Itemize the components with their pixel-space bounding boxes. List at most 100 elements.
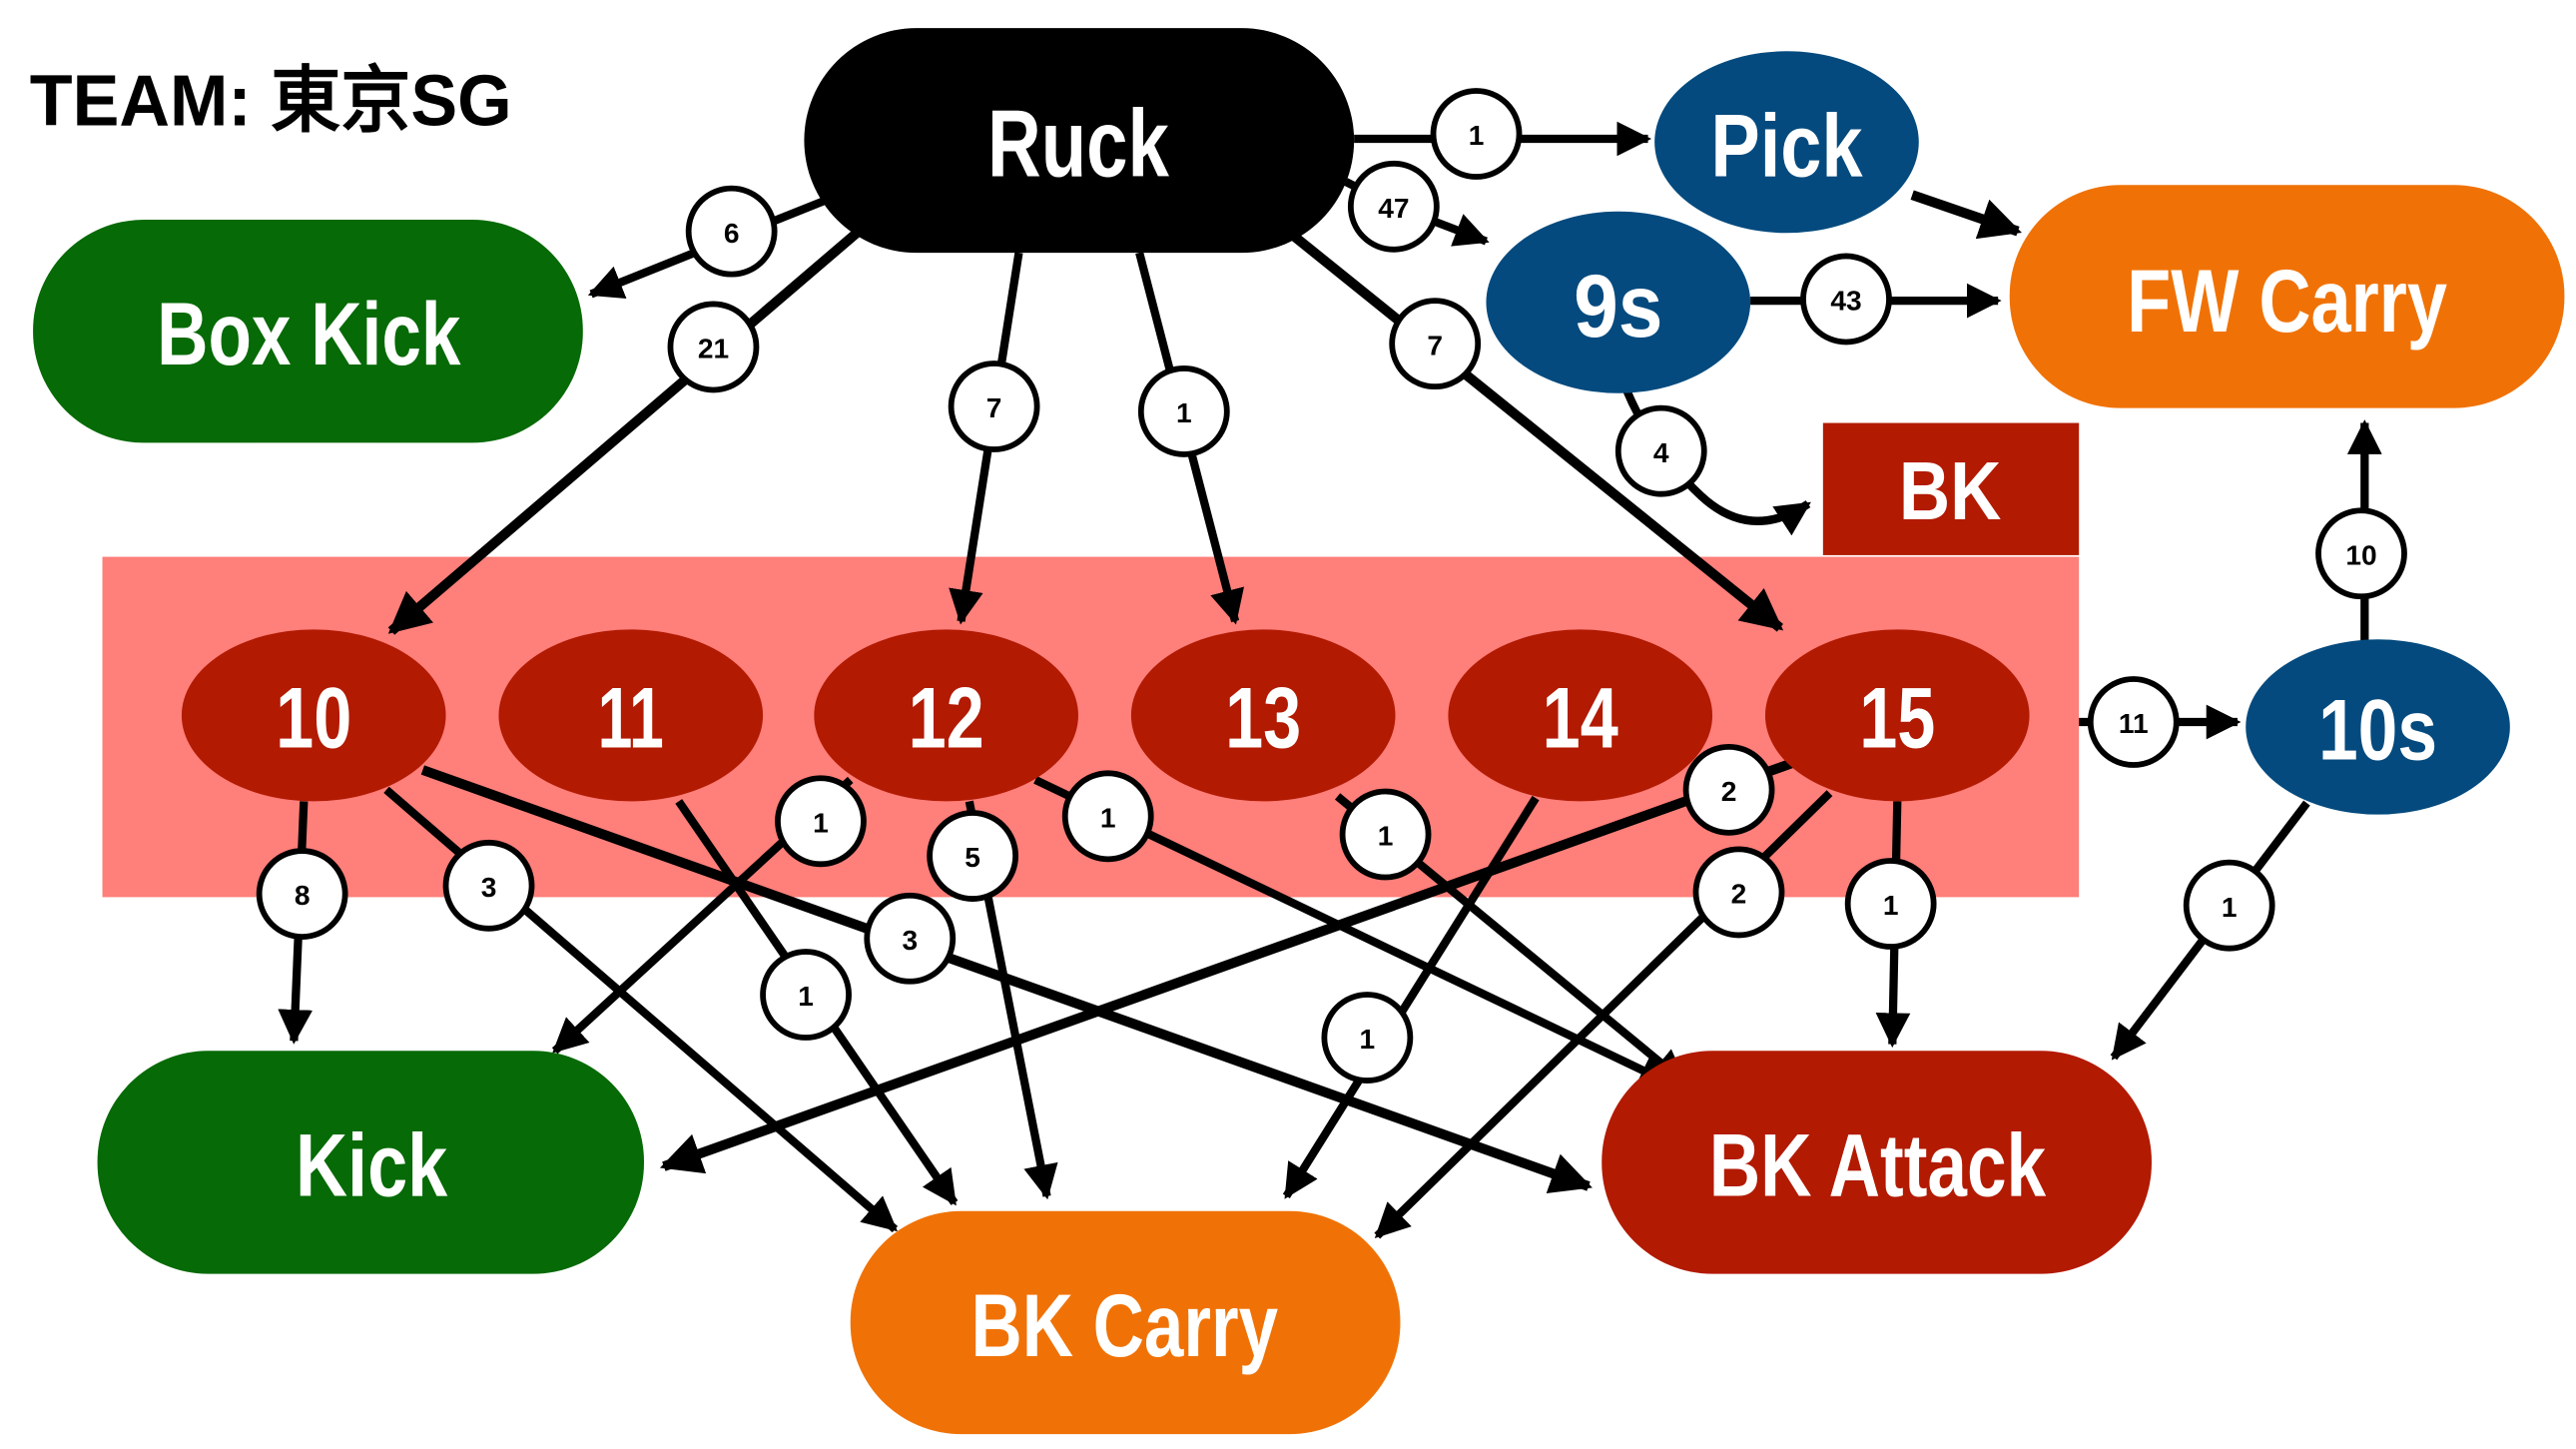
badge-circle bbox=[1800, 253, 1892, 346]
edge-count-badge: 1 bbox=[2183, 859, 2275, 952]
badge-circle bbox=[775, 775, 867, 868]
badge-count: 3 bbox=[902, 925, 918, 956]
node-bk[interactable]: BK bbox=[1822, 422, 2080, 555]
edge-count-badge: 6 bbox=[685, 185, 778, 278]
node-9s[interactable]: 9s bbox=[1486, 211, 1751, 393]
node-player-15[interactable]: 15 bbox=[1764, 629, 2030, 802]
bk-carry-label: BK Carry bbox=[970, 1275, 1278, 1375]
node-fw-carry[interactable]: FW Carry bbox=[2009, 185, 2565, 408]
badge-count: 6 bbox=[724, 218, 740, 249]
edge-count-badge: 1 bbox=[1321, 992, 1414, 1084]
badge-circle bbox=[256, 848, 348, 940]
edge-count-badge: 8 bbox=[256, 848, 348, 940]
badge-circle bbox=[1614, 404, 1707, 497]
badge-count: 1 bbox=[2222, 892, 2238, 923]
edge-ruck-to-p10 bbox=[387, 227, 863, 635]
badge-count: 11 bbox=[2119, 708, 2149, 739]
node-10s[interactable]: 10s bbox=[2246, 639, 2510, 815]
badge-circle bbox=[1321, 992, 1414, 1084]
edge-ruck-to-p15 bbox=[1284, 227, 1784, 632]
edge-count-badge: 2 bbox=[1682, 743, 1775, 836]
badge-circle bbox=[2087, 676, 2180, 768]
player-12-label: 12 bbox=[909, 671, 984, 767]
edge-count-badge: 1 bbox=[1137, 365, 1230, 457]
badge-count: 10 bbox=[2345, 539, 2376, 570]
pick-label: Pick bbox=[1710, 96, 1862, 196]
badge-count: 1 bbox=[1469, 120, 1485, 151]
badge-count: 1 bbox=[1883, 890, 1899, 921]
ten-s-label: 10s bbox=[2318, 682, 2437, 778]
badge-count: 7 bbox=[1427, 330, 1443, 361]
badge-circle bbox=[1682, 743, 1775, 836]
edge-count-badge: 10 bbox=[2315, 507, 2407, 600]
edge-count-badge: 1 bbox=[775, 775, 867, 868]
node-player-14[interactable]: 14 bbox=[1448, 629, 1713, 802]
edge-p15-to-kick bbox=[659, 758, 1794, 1174]
player-10-label: 10 bbox=[276, 671, 351, 767]
badge-circle bbox=[1347, 160, 1440, 253]
badge-circle bbox=[927, 810, 1019, 902]
badge-count: 1 bbox=[1176, 397, 1192, 428]
edge-count-badge: 5 bbox=[927, 810, 1019, 902]
bk-attack-shape bbox=[1602, 1051, 2152, 1274]
badge-circle bbox=[1430, 88, 1523, 180]
edge-count-badge: 7 bbox=[1389, 298, 1482, 390]
badge-circle bbox=[442, 839, 535, 932]
node-bk-attack[interactable]: BK Attack bbox=[1602, 1051, 2152, 1274]
edge-pick-to-fw_carry bbox=[1910, 190, 2022, 240]
badge-count: 4 bbox=[1653, 437, 1669, 468]
bk-attack-label: BK Attack bbox=[1709, 1114, 2047, 1214]
edge-count-badge: 21 bbox=[667, 301, 760, 393]
badge-circle bbox=[1137, 365, 1230, 457]
node-player-13[interactable]: 13 bbox=[1130, 629, 1396, 802]
badge-circle bbox=[760, 949, 852, 1041]
badge-circle bbox=[1389, 298, 1482, 390]
player-14-label: 14 bbox=[1543, 671, 1618, 767]
node-pick[interactable]: Pick bbox=[1654, 51, 1919, 234]
badge-circle bbox=[685, 185, 778, 278]
edge-count-badge: 3 bbox=[442, 839, 535, 932]
edge-count-badge: 3 bbox=[864, 892, 957, 985]
badge-count: 7 bbox=[986, 392, 1002, 423]
node-bk-carry[interactable]: BK Carry bbox=[850, 1210, 1401, 1435]
player-11-label: 11 bbox=[598, 671, 664, 767]
badge-count: 43 bbox=[1830, 286, 1861, 317]
badge-count: 1 bbox=[1378, 821, 1394, 852]
badge-count: 2 bbox=[1731, 879, 1747, 910]
edge-count-badge: 1 bbox=[1430, 88, 1523, 180]
node-box-kick[interactable]: Box Kick bbox=[33, 220, 583, 443]
badge-circle bbox=[667, 301, 760, 393]
badge-count: 1 bbox=[798, 981, 814, 1012]
node-player-10[interactable]: 10 bbox=[181, 629, 446, 802]
node-kick[interactable]: Kick bbox=[97, 1051, 645, 1274]
nine-s-label: 9s bbox=[1574, 256, 1662, 356]
badge-count: 1 bbox=[813, 807, 829, 838]
node-ruck[interactable]: Ruck bbox=[804, 28, 1355, 254]
player-11-shape bbox=[498, 629, 764, 802]
edge-count-badge: 11 bbox=[2087, 676, 2180, 768]
node-player-11[interactable]: 11 bbox=[498, 629, 764, 802]
badge-count: 2 bbox=[1721, 776, 1737, 807]
edge-p14-to-bk_carry bbox=[1282, 795, 1540, 1199]
ten-s-shape bbox=[2246, 639, 2510, 815]
badge-circle bbox=[1692, 846, 1785, 939]
badge-count: 8 bbox=[295, 880, 311, 911]
badge-count: 47 bbox=[1378, 193, 1409, 224]
box-kick-label: Box Kick bbox=[157, 284, 461, 383]
badge-circle bbox=[948, 361, 1040, 452]
bk-carry-shape bbox=[850, 1210, 1401, 1435]
badge-circle bbox=[1844, 858, 1937, 950]
edge-count-badge: 7 bbox=[948, 361, 1040, 452]
edge-count-badge: 2 bbox=[1692, 846, 1785, 939]
node-player-12[interactable]: 12 bbox=[814, 629, 1078, 802]
edge-count-badge: 1 bbox=[760, 949, 852, 1041]
player-13-shape bbox=[1130, 629, 1396, 802]
badge-circle bbox=[2315, 507, 2407, 600]
badge-circle bbox=[1061, 770, 1154, 863]
edge-count-badge: 4 bbox=[1614, 404, 1707, 497]
bk-label: BK bbox=[1899, 444, 2002, 537]
player-15-label: 15 bbox=[1859, 671, 1935, 767]
edge-count-badge: 1 bbox=[1061, 770, 1154, 863]
bk-box bbox=[1822, 422, 2080, 555]
team-title: TEAM: 東京SG bbox=[30, 61, 512, 142]
